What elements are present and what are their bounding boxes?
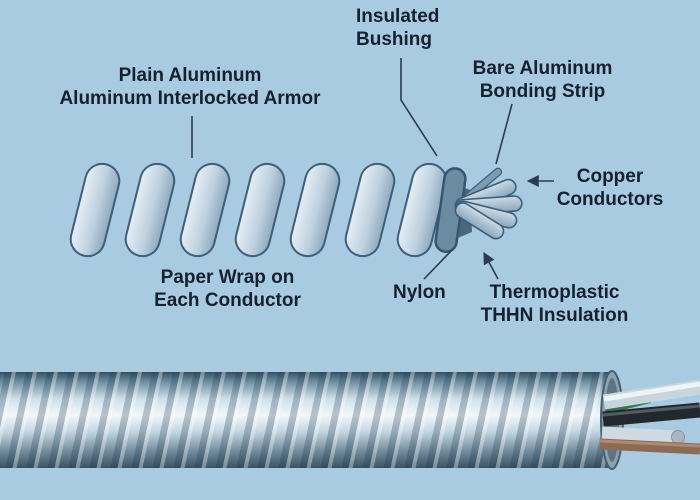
label-line: Paper Wrap on <box>160 267 295 288</box>
nylon-leader-line <box>423 249 453 280</box>
label-thermoplastic-thhn: Thermoplastic THHN Insulation <box>452 281 657 327</box>
label-nylon: Nylon <box>393 281 446 304</box>
bonding-strip-leader-line <box>495 103 513 165</box>
copper-wire <box>599 438 700 455</box>
conductor-shapes <box>454 178 523 240</box>
label-line: Each Conductor <box>154 290 301 311</box>
white-wire <box>602 379 700 410</box>
label-line: Aluminum Interlocked Armor <box>59 88 321 109</box>
label-paper-wrap: Paper Wrap on Each Conductor <box>120 266 335 312</box>
label-line: Bonding Strip <box>479 81 606 102</box>
label-line: Bare Aluminum <box>472 58 613 79</box>
thhn-arrow <box>483 251 499 280</box>
bushing-leader-line <box>400 58 438 157</box>
label-line: Conductors <box>556 189 664 210</box>
label-line: THHN Insulation <box>480 305 629 326</box>
armor-spiral <box>69 162 448 258</box>
label-bare-aluminum-bonding-strip: Bare Aluminum Bonding Strip <box>445 57 640 103</box>
label-line: Plain Aluminum <box>118 65 262 86</box>
label-line: Thermoplastic <box>489 282 620 303</box>
photo-armor-ridges <box>0 372 614 468</box>
leader-lines <box>191 58 554 280</box>
label-insulated-bushing: Insulated Bushing <box>356 5 439 51</box>
label-plain-aluminum-armor: Plain Aluminum Aluminum Interlocked Armo… <box>20 64 360 110</box>
label-line: Insulated <box>356 6 440 27</box>
photo-cable <box>0 370 700 470</box>
label-line: Copper <box>576 166 644 187</box>
black-wire <box>602 402 700 427</box>
label-line: Bushing <box>356 29 432 50</box>
white-wire-2 <box>601 426 685 444</box>
label-copper-conductors: Copper Conductors <box>525 165 695 211</box>
label-line: Nylon <box>393 282 446 303</box>
photo-wires <box>599 379 700 455</box>
